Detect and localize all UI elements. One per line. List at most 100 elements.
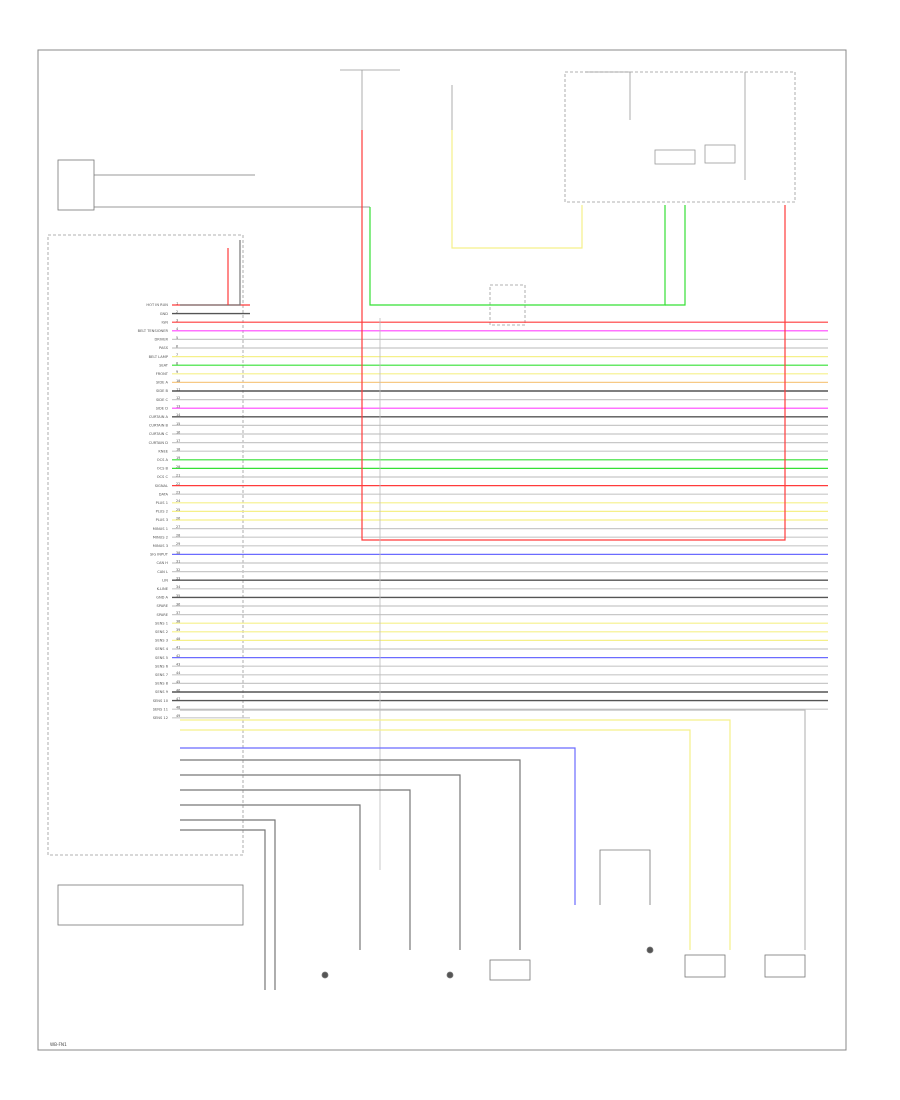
harness-row-pin: 36 — [176, 602, 180, 606]
harness-row-label: CURTAIN D — [149, 441, 169, 445]
harness-row-pin: 33 — [176, 577, 180, 581]
harness-row-label: SENS 5 — [155, 656, 168, 660]
harness-row-pin: 40 — [176, 637, 180, 641]
harness-row-label: DRIVER — [154, 338, 168, 342]
harness-row-pin: 19 — [176, 456, 180, 460]
harness-row-label: DATA — [159, 492, 169, 496]
harness-row-label: SIGNAL — [155, 484, 168, 488]
module-outlines — [47, 71, 796, 856]
vertical-feeds — [180, 130, 806, 990]
harness-row-label: SENS 11 — [153, 707, 168, 711]
harness-row-label: SENS 1 — [155, 621, 168, 625]
harness-row-pin: 37 — [176, 611, 180, 615]
harness-row-label: PLUS 1 — [156, 501, 168, 505]
harness-row-label: SENS 10 — [153, 699, 169, 703]
harness-row-pin: 7 — [176, 353, 178, 357]
harness-row-pin: 13 — [176, 405, 180, 409]
front-impact-sensor-left — [684, 954, 726, 978]
harness-row-label: BELT LAMP — [149, 355, 169, 359]
footer-code: WB-FN1 — [50, 1042, 67, 1047]
harness-row-pin: 14 — [176, 413, 180, 417]
harness-row-pin: 48 — [176, 706, 180, 710]
seat-belt-buckle-sensor — [489, 959, 531, 981]
harness-row-pin: 18 — [176, 448, 180, 452]
harness-row-label: BELT TENSIONER — [138, 329, 169, 333]
harness-row-pin: 9 — [176, 370, 178, 374]
buckle-switch — [57, 159, 370, 211]
harness-row-pin: 42 — [176, 654, 180, 658]
harness-row-pin: 6 — [176, 344, 178, 348]
harness-row-pin: 1 — [176, 301, 178, 305]
harness-row-pin: 24 — [176, 499, 180, 503]
harness-row-label: OCS A — [157, 458, 169, 462]
harness-row-label: SIDE C — [156, 398, 169, 402]
passenger-airbag-squib — [646, 946, 654, 954]
harness-row-pin: 10 — [176, 379, 180, 383]
harness-row-pin: 30 — [176, 551, 180, 555]
harness-row-label: CURTAIN C — [149, 432, 169, 436]
harness-row-pin: 49 — [176, 714, 180, 718]
harness-row-pin: 16 — [176, 430, 180, 434]
harness-row-pin: 5 — [176, 336, 178, 340]
harness-row-label: SENS 9 — [155, 690, 169, 694]
harness-row-label: CAN H — [156, 561, 168, 565]
side-airbag-squib — [321, 971, 329, 979]
knee-airbag-squib — [446, 971, 454, 979]
harness-row-pin: 3 — [176, 319, 178, 323]
harness-row-pin: 15 — [176, 422, 180, 426]
harness-row-label: SIDE A — [156, 381, 169, 385]
harness-row-pin: 39 — [176, 628, 180, 632]
harness-row-pin: 12 — [176, 396, 180, 400]
harness-row-label: PLUS 2 — [156, 510, 168, 514]
harness-row-pin: 8 — [176, 362, 178, 366]
harness-row-pin: 43 — [176, 663, 180, 667]
harness-row-label: SIDE B — [156, 389, 169, 393]
airbag-control-module-box — [47, 234, 244, 856]
harness-row-pin: 22 — [176, 482, 180, 486]
harness-row-label: SIDE D — [156, 406, 169, 410]
harness-row-pin: 29 — [176, 542, 180, 546]
harness-row-pin: 21 — [176, 473, 180, 477]
passenger-occupant-sensor — [57, 884, 244, 926]
harness-row-pin: 46 — [176, 688, 180, 692]
front-impact-sensor-right — [764, 954, 806, 978]
harness-row-label: SENS 8 — [155, 682, 169, 686]
harness-row-pin: 25 — [176, 508, 180, 512]
harness-row-label: FRONT — [156, 372, 169, 376]
harness-row-pin: 27 — [176, 525, 180, 529]
harness-row-label: OCS B — [157, 467, 169, 471]
harness-row-pin: 11 — [176, 387, 180, 391]
harness-row-pin: 2 — [176, 310, 178, 314]
harness-row-label: SENS 12 — [153, 716, 168, 720]
harness-row-pin: 4 — [176, 327, 178, 331]
harness-row-pin: 35 — [176, 594, 180, 598]
harness-row-label: PLUS 3 — [156, 518, 168, 522]
harness-row-label: SEAT — [159, 363, 169, 367]
harness-row-label: MINUS 1 — [153, 527, 168, 531]
harness-row-pin: 45 — [176, 680, 180, 684]
harness-row-label: CURTAIN B — [149, 424, 169, 428]
bottom-components — [57, 849, 806, 981]
harness-row-label: LIN — [162, 578, 168, 582]
harness-row-label: CURTAIN A — [149, 415, 169, 419]
harness-row-label: CAN L — [157, 570, 168, 574]
harness-row-pin: 34 — [176, 585, 180, 589]
harness-row-label: OCS C — [157, 475, 169, 479]
harness-row-pin: 20 — [176, 465, 180, 469]
harness-row-label: PASS — [159, 346, 169, 350]
harness-row-pin: 26 — [176, 516, 180, 520]
harness-row-label: K-LINE — [157, 587, 169, 591]
harness-row-label: SPARE — [157, 604, 169, 608]
harness-row-label: IGN — [161, 320, 168, 324]
fuse-block-box — [564, 71, 796, 203]
harness-row-label: SIG INPUT — [150, 553, 169, 557]
harness-row-label: SENS 2 — [155, 630, 168, 634]
harness-row-label: SENS 6 — [155, 664, 169, 668]
harness-row-label: SENS 7 — [155, 673, 168, 677]
harness-row-pin: 32 — [176, 568, 180, 572]
harness-row-pin: 23 — [176, 491, 180, 495]
harness-row-label: SENS 3 — [155, 639, 168, 643]
top-feeds — [340, 69, 746, 180]
